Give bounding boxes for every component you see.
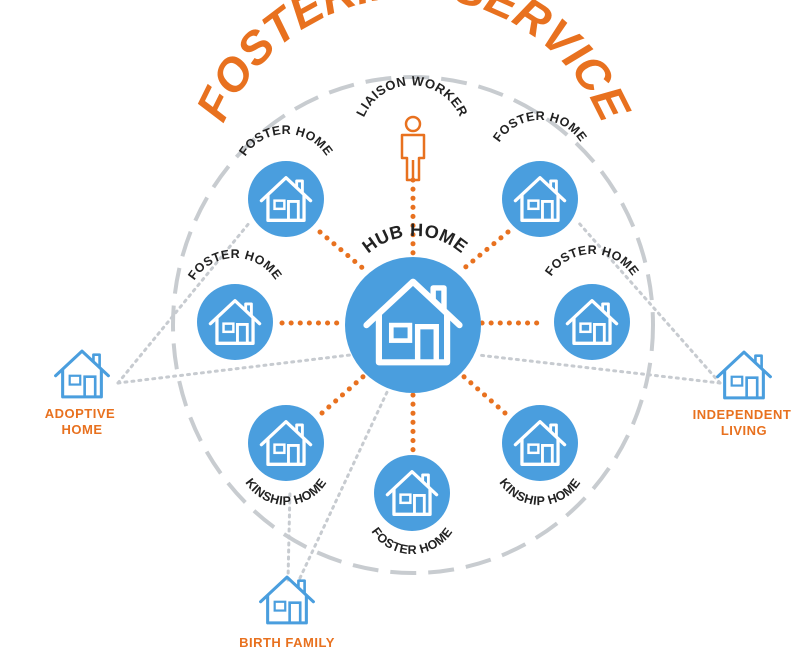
home-label: FOSTER HOME [185,247,284,282]
home-bottom-left: KINSHIP HOME [243,405,329,508]
outer-connections [116,220,722,582]
liaison-worker [400,115,426,182]
home-label: FOSTER HOME [542,243,641,278]
house-outline-icon [716,350,772,400]
home-mid-right: FOSTER HOME [542,243,641,360]
outer-label: ADOPTIVE HOME [45,406,120,437]
home-top-right: FOSTER HOME [490,109,589,237]
person-icon [400,115,426,182]
outer-independent-living: INDEPENDENT LIVING [693,350,796,438]
home-bottom-right: KINSHIP HOME [497,405,583,508]
home-top-left: FOSTER HOME [236,123,335,237]
hub-connections [279,177,548,463]
outer-label: BIRTH FAMILY [239,635,335,650]
home-label: FOSTER HOME [236,123,335,158]
home-bottom: FOSTER HOME [369,455,455,557]
page-title: FOSTERING SERVICE [185,0,641,130]
home-mid-left: FOSTER HOME [185,247,284,360]
outer-label: INDEPENDENT LIVING [693,407,796,438]
outer-birth-family: BIRTH FAMILY [239,575,335,650]
outer-adoptive-home: ADOPTIVE HOME [45,349,120,437]
house-outline-icon [259,575,315,625]
house-outline-icon [54,349,110,399]
service-boundary [171,75,655,575]
home-label: FOSTER HOME [490,109,589,144]
